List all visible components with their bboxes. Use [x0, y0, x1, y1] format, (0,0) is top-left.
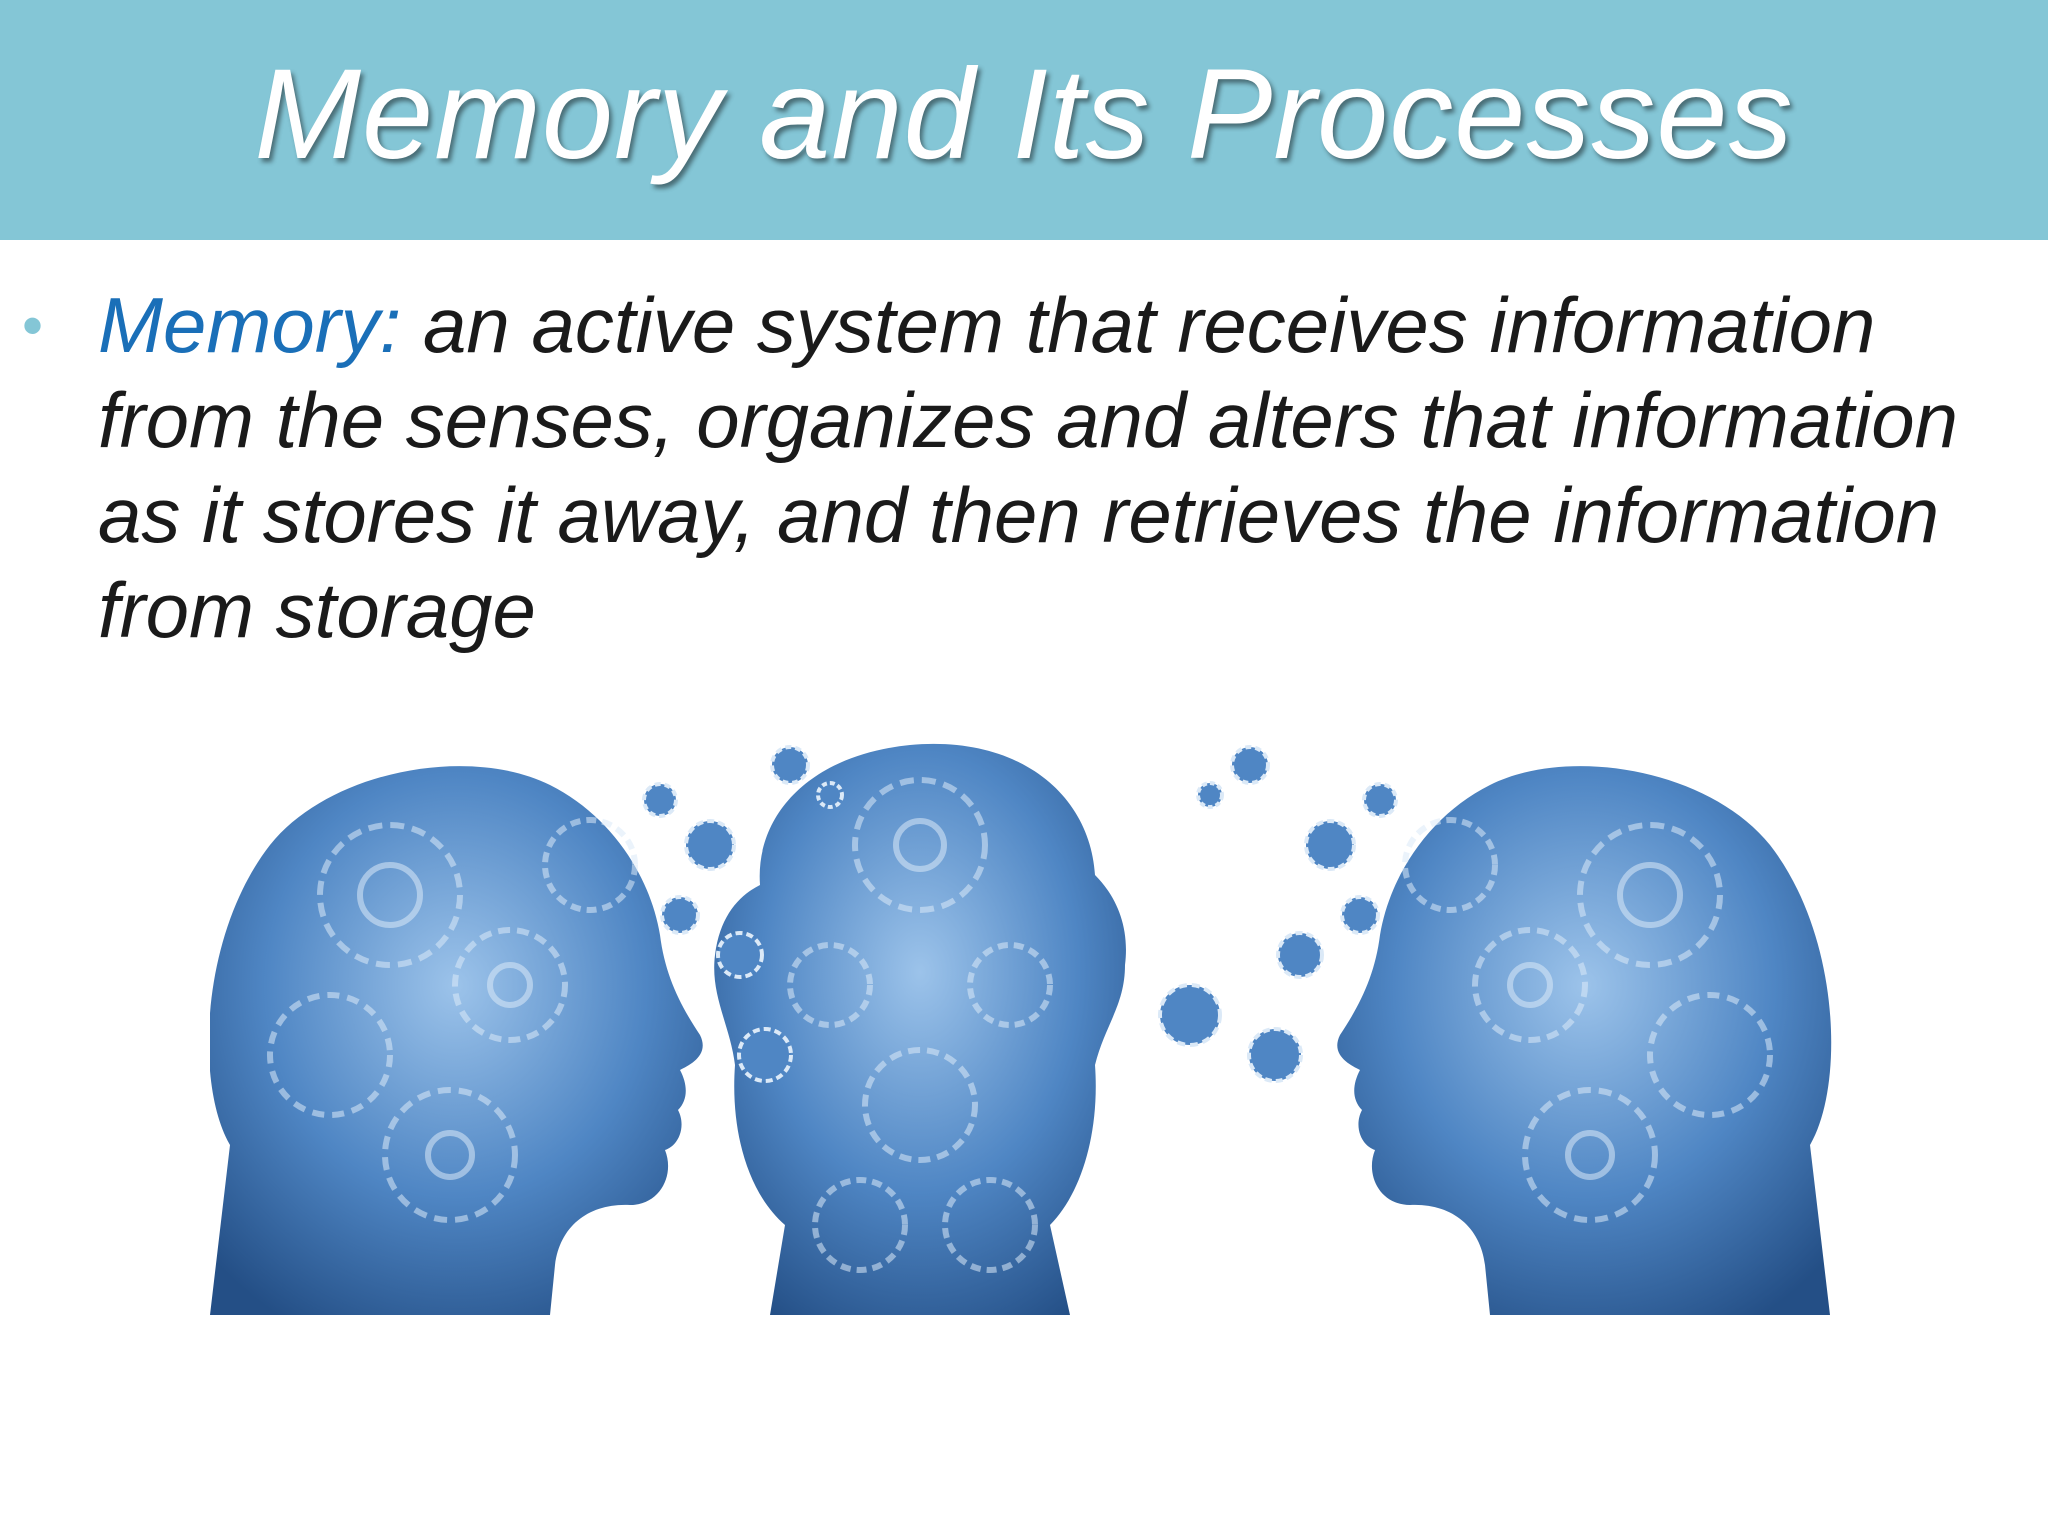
definition-body: an active system that receives informati… — [98, 281, 1958, 654]
slide-title: Memory and Its Processes — [254, 43, 1794, 186]
bullet-icon: • — [22, 292, 44, 359]
gear-cluster — [267, 777, 1773, 1273]
right-head-silhouette — [1337, 766, 1832, 1315]
center-head-silhouette — [714, 743, 1126, 1315]
gear-heads-illustration — [210, 743, 1832, 1315]
title-bar: Memory and Its Processes — [0, 0, 2048, 240]
definition-term: Memory: — [98, 281, 402, 369]
floating-gears — [642, 745, 1398, 1083]
bullet-text: Memory: an active system that receives i… — [98, 278, 2038, 658]
left-head-silhouette — [210, 766, 703, 1315]
